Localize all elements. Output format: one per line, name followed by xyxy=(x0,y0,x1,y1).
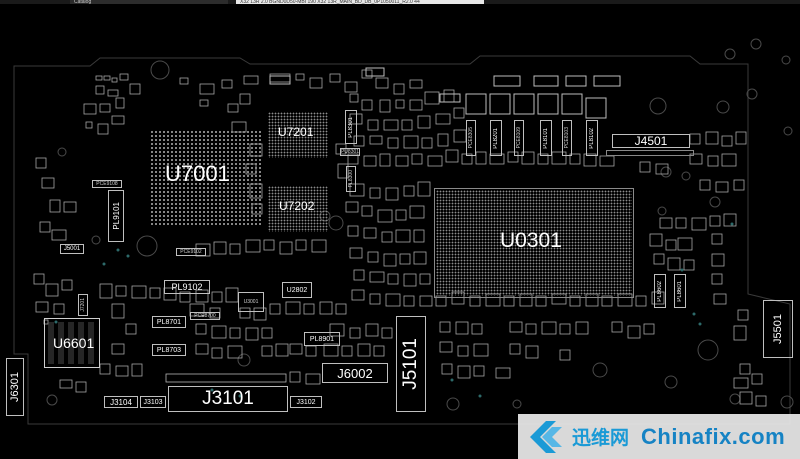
label-pce8109[interactable]: PCE8109 xyxy=(514,120,524,156)
label-pl8300-text: PL8300 xyxy=(348,170,354,188)
inductor-label-pl8102: PL8102 xyxy=(589,127,595,149)
inductor-label-pl8703: PL8703 xyxy=(156,346,182,354)
connector-label-j6301: J6301 xyxy=(9,372,21,402)
u6601-outline xyxy=(44,318,100,368)
inductor-label-pl9101: PL9101 xyxy=(111,202,121,230)
inductor-pl8201[interactable]: PL8201 xyxy=(490,120,502,156)
connector-j5501[interactable]: J5501 xyxy=(763,300,793,358)
label-pce8103[interactable]: PCE8103 xyxy=(562,120,572,156)
u0301-outline xyxy=(434,188,634,298)
inductor-pl8703[interactable]: PL8703 xyxy=(152,344,186,356)
label-u3001-text: U3001 xyxy=(243,299,259,305)
connector-j6002[interactable]: J6002 xyxy=(322,363,388,383)
connector-label-j5101: J5101 xyxy=(400,338,421,390)
inductor-pl8901[interactable]: PL8901 xyxy=(304,332,340,346)
inductor-label-pl8601: PL8601 xyxy=(677,280,683,302)
chip-label-u6601[interactable]: U6601 xyxy=(53,335,95,351)
label-pce8305-text: PCE8305 xyxy=(468,127,474,149)
tab-board-file[interactable]: X32 13R 2.0 BGND0D50-MBI 190 X32 13R_MAI… xyxy=(236,0,484,4)
connector-label-j3102: J3102 xyxy=(296,398,316,406)
label-pce9102[interactable]: PCE9102 xyxy=(176,248,206,256)
chip-label-u7201[interactable]: U7201 xyxy=(278,125,314,139)
u7202-bga-grid xyxy=(268,186,328,232)
connector-j3102[interactable]: J3102 xyxy=(290,396,322,408)
inductor-label-pl9102: PL9102 xyxy=(171,282,203,292)
u7201-bga-grid xyxy=(268,112,328,158)
label-pce8109-text: PCE8109 xyxy=(516,127,522,149)
label-u2802-text: U2802 xyxy=(286,286,308,294)
inductor-pl8301[interactable]: PL8301 xyxy=(345,110,357,144)
label-pce9108[interactable]: PCE9108 xyxy=(92,180,122,188)
label-pu8301[interactable]: PU8301 xyxy=(340,148,360,156)
inductor-pl8601[interactable]: PL8601 xyxy=(674,274,686,308)
inductor-label-pl8301: PL8301 xyxy=(348,116,354,138)
u6601-pads xyxy=(48,322,96,364)
connector-label-j5501: J5501 xyxy=(772,314,784,344)
connector-j3101[interactable]: J3101 xyxy=(168,386,288,412)
chip-label-u7001[interactable]: U7001 xyxy=(165,161,230,186)
label-pu8301-text: PU8301 xyxy=(340,149,360,155)
chinafix-logo-icon xyxy=(530,420,562,453)
inductor-label-pl8201: PL8201 xyxy=(493,127,499,149)
label-pl8300[interactable]: PL8300 xyxy=(346,166,356,192)
connector-label-j5001: J5001 xyxy=(63,246,81,252)
inductor-label-pl8701: PL8701 xyxy=(156,318,182,326)
inductor-pl8701[interactable]: PL8701 xyxy=(152,316,186,328)
connector-j4501[interactable]: J4501 xyxy=(612,134,690,148)
connector-j3103[interactable]: J3103 xyxy=(140,396,166,408)
title-bar: Catalog X32 13R 2.0 BGND0D50-MBI 190 X32… xyxy=(0,0,800,4)
inductor-label-pl8101: PL8101 xyxy=(543,127,549,149)
watermark-english-text: Chinafix.com xyxy=(641,423,786,449)
inductor-pl8101[interactable]: PL8101 xyxy=(540,120,552,156)
label-pce8700-text: PCE8700 xyxy=(194,313,216,319)
label-pce9102-text: PCE9102 xyxy=(180,249,202,255)
chip-label-u7202[interactable]: U7202 xyxy=(279,199,315,213)
inductor-pl8602[interactable]: PL8602 xyxy=(654,274,666,308)
label-pce8700[interactable]: PCE8700 xyxy=(190,312,220,320)
label-pce8103-text: PCE8103 xyxy=(564,127,570,149)
connector-label-j4501: J4501 xyxy=(634,134,668,148)
watermark-chinese-text: 迅维网 xyxy=(572,427,630,449)
label-u2802[interactable]: U2802 xyxy=(282,282,312,298)
tab-catalog[interactable]: Catalog xyxy=(70,0,228,4)
chip-label-u0301[interactable]: U0301 xyxy=(500,229,562,252)
inductor-label-pl8901: PL8901 xyxy=(309,335,335,343)
connector-j3104[interactable]: J3104 xyxy=(104,396,138,408)
label-u3001[interactable]: U3001 xyxy=(238,292,264,312)
connector-label-j3103: J3103 xyxy=(143,398,163,406)
inductor-pl9102[interactable]: PL9102 xyxy=(164,280,210,294)
j4501-pins xyxy=(606,150,694,156)
watermark-banner: 迅维网 Chinafix.com xyxy=(518,414,800,459)
inductor-label-pl8602: PL8602 xyxy=(657,280,663,302)
inductor-pl9101[interactable]: PL9101 xyxy=(108,190,124,242)
label-j7201-text: J7201 xyxy=(80,298,86,312)
connector-label-j6002: J6002 xyxy=(337,365,373,381)
connector-label-j3101: J3101 xyxy=(202,388,254,409)
pcb-board-view[interactable]: U7001 U7201 U7202 U0301 U6601 J4501 J310… xyxy=(0,4,800,459)
u7001-bga-grid xyxy=(150,130,262,226)
connector-j5101[interactable]: J5101 xyxy=(396,316,426,412)
inductor-pl8102[interactable]: PL8102 xyxy=(586,120,598,156)
label-pce8305[interactable]: PCE8305 xyxy=(466,120,476,156)
label-pce9108-text: PCE9108 xyxy=(96,181,118,187)
label-j7201[interactable]: J7201 xyxy=(78,294,88,316)
u0301-bga-grid xyxy=(436,190,632,296)
connector-label-j3104: J3104 xyxy=(110,397,132,407)
connector-j5001[interactable]: J5001 xyxy=(60,244,84,254)
connector-j6301[interactable]: J6301 xyxy=(6,358,24,416)
